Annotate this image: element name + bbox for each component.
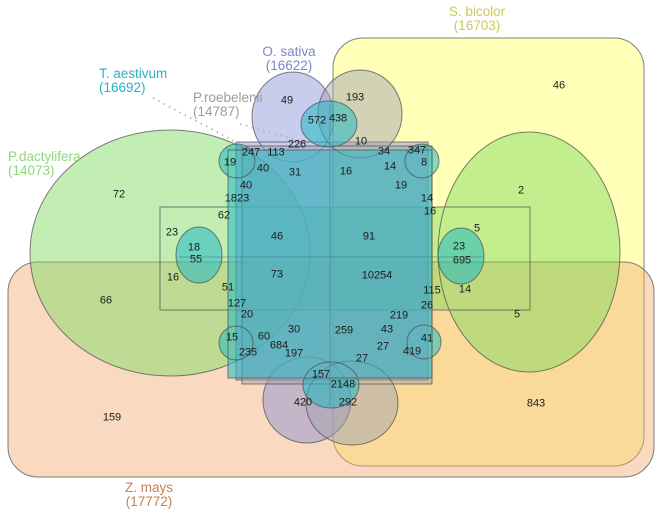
venn-region-count: 51 — [221, 281, 235, 294]
venn-region-count: 226 — [287, 138, 307, 151]
venn-region-count: 46 — [270, 230, 284, 243]
set-total-count-text: (16622) — [265, 57, 313, 73]
venn-region-count: 23 — [165, 226, 179, 239]
set-label-p-roebelenii: P.roebelenii(14787) — [193, 91, 263, 118]
venn-region-count: 31 — [288, 166, 302, 179]
set-total-count-text: (14073) — [8, 162, 55, 178]
set-total-count-text: (17772) — [125, 493, 173, 509]
venn-region-count: 19 — [394, 179, 408, 192]
venn-region-count: 8 — [420, 156, 428, 169]
venn-region-count: 40 — [256, 162, 270, 175]
venn-region-count: 259 — [334, 324, 354, 337]
venn-region-count: 20 — [240, 308, 254, 321]
venn-region-count: 347 — [407, 144, 427, 157]
venn-region-count: 219 — [389, 309, 409, 322]
venn-region-count: 15 — [225, 331, 239, 344]
venn-region-count: 49 — [280, 94, 294, 107]
set-label-s-bicolor: S. bicolor(16703) — [449, 5, 505, 32]
venn-region-count: 113 — [267, 146, 285, 159]
venn-region-count: 292 — [338, 396, 358, 409]
venn-region-count: 19 — [223, 156, 237, 169]
venn-region-count: 66 — [99, 294, 113, 307]
venn-region-count: 73 — [270, 268, 284, 281]
venn-region-count: 23 — [452, 240, 466, 253]
venn-region-count: 10 — [354, 135, 368, 148]
venn-region-count: 438 — [328, 112, 348, 125]
set-label-p-dactylifera: P.dactylifera(14073) — [8, 150, 81, 177]
venn-region-count: 30 — [287, 323, 301, 336]
leader-line-p-roebelenii — [239, 123, 305, 143]
venn-region-count: 72 — [112, 188, 126, 201]
venn-region-count: 18 — [187, 241, 201, 254]
set-name-text: O. sativa — [262, 44, 316, 59]
venn-region-count: 27 — [376, 340, 390, 353]
venn-region-count: 55 — [189, 253, 203, 266]
venn-region-count: 14 — [383, 160, 397, 173]
venn-region-count: 62 — [217, 209, 231, 222]
venn-region-count: 247 — [241, 146, 261, 159]
venn-region-count: 127 — [227, 297, 247, 310]
venn-region-count: 40 — [239, 179, 253, 192]
venn-region-count: 5 — [513, 308, 521, 321]
venn-region-count: 843 — [526, 397, 546, 410]
venn-region-count: 419 — [402, 345, 422, 358]
venn-region-count: 572 — [307, 114, 327, 127]
venn-region-count: 41 — [420, 332, 434, 345]
set-name-text: P.roebelenii — [193, 90, 263, 105]
venn-region-count: 420 — [293, 396, 313, 409]
set-label-z-mays: Z. mays(17772) — [125, 481, 173, 508]
set-name-text: Z. mays — [124, 480, 174, 495]
venn-region-count: 2148 — [330, 378, 356, 391]
set-name-text: T. aestivum — [99, 66, 168, 81]
venn-region-count: 235 — [238, 346, 258, 359]
venn-region-count: 695 — [452, 254, 472, 267]
venn-region-count: 16 — [423, 205, 437, 218]
set-label-o-sativa: O. sativa(16622) — [262, 45, 315, 72]
venn-region-count: 115 — [423, 284, 441, 297]
set-total-count-text: (16692) — [99, 79, 146, 95]
venn-region-count: 1823 — [224, 192, 250, 205]
venn-region-count: 2 — [517, 184, 525, 197]
venn-region-count: 197 — [284, 347, 304, 360]
set-total-count-text: (14787) — [193, 103, 240, 119]
venn-region-count: 26 — [420, 299, 434, 312]
set-total-count-text: (16703) — [453, 17, 501, 33]
venn-region-count: 193 — [345, 91, 365, 104]
venn-region-count: 43 — [380, 323, 394, 336]
venn-region-count: 157 — [311, 368, 331, 381]
venn-region-count: 16 — [166, 271, 180, 284]
venn-region-count: 27 — [355, 352, 369, 365]
venn-region-count: 10254 — [361, 269, 393, 282]
venn-region-count: 14 — [458, 283, 472, 296]
venn-region-count: 34 — [377, 145, 391, 158]
venn-region-count: 16 — [339, 165, 353, 178]
venn-region-count: 159 — [102, 411, 122, 424]
set-label-t-aestivum: T. aestivum(16692) — [99, 67, 167, 94]
venn-region-count: 14 — [420, 192, 434, 205]
venn-region-count: 5 — [473, 222, 481, 235]
venn-region-count: 91 — [362, 230, 376, 243]
venn-region-count: 46 — [552, 79, 566, 92]
set-name-text: P.dactylifera — [8, 149, 81, 164]
venn-region-count: 684 — [269, 339, 289, 352]
venn-region-count: 60 — [257, 330, 271, 343]
set-name-text: S. bicolor — [448, 4, 506, 19]
